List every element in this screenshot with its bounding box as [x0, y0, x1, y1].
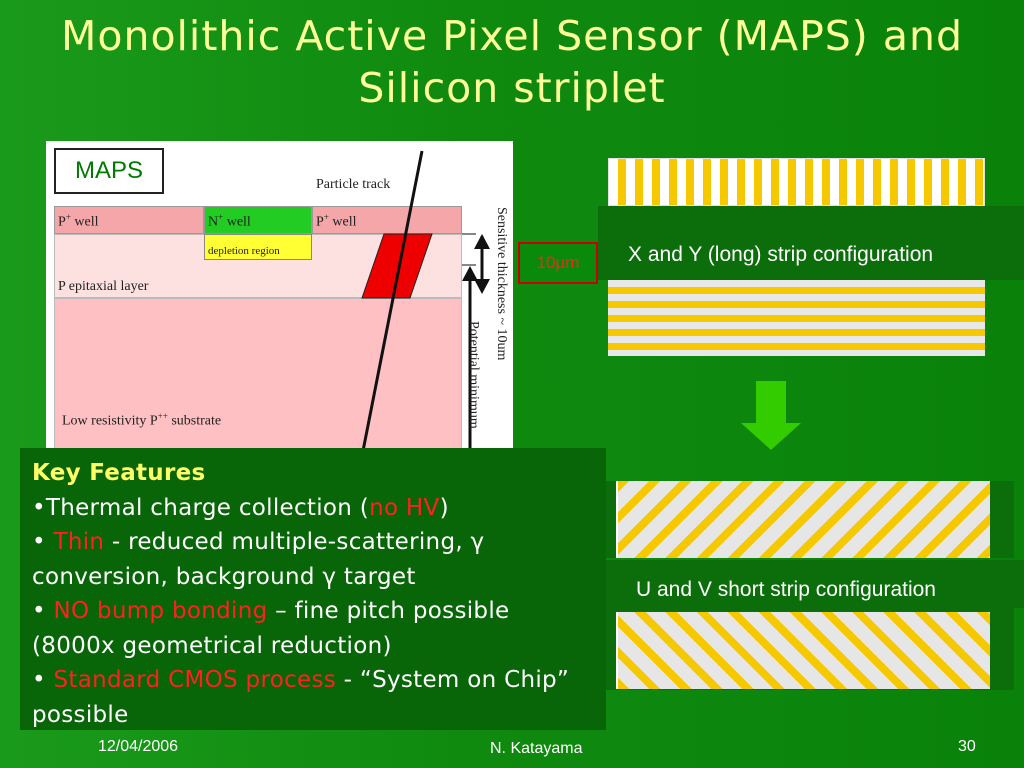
key-features-box: Key Features •Thermal charge collection …	[20, 448, 606, 730]
substrate-label: Low resistivity P++ substrate	[62, 411, 222, 429]
depletion-region	[204, 234, 312, 260]
sensitive-arrow-head-up	[474, 234, 490, 249]
particle-track-line	[360, 150, 424, 456]
p-well-right-label: P+ well	[316, 212, 357, 230]
title-line-2: Silicon striplet	[358, 64, 666, 112]
diagonal-strips-v	[616, 612, 990, 689]
maps-diagram: MAPS Particle track P+ well N+ well P+ w…	[46, 141, 513, 456]
feature-thin: • Thin - reduced multiple-scattering, γ …	[32, 529, 485, 590]
key-features-heading: Key Features	[32, 460, 206, 486]
p-well-left-label: P+ well	[58, 212, 99, 230]
charge-region	[361, 233, 433, 299]
maps-label-box: MAPS	[54, 148, 164, 194]
thickness-value: 10µm	[536, 253, 580, 272]
track-overlay	[360, 150, 490, 456]
n-well-label: N+ well	[208, 212, 251, 230]
slide-title: Monolithic Active Pixel Sensor (MAPS) an…	[20, 10, 1004, 114]
n-well	[204, 206, 312, 234]
title-line-1: Monolithic Active Pixel Sensor (MAPS) an…	[61, 12, 963, 60]
footer-date: 12/04/2006	[98, 738, 179, 755]
substrate-layer	[54, 298, 462, 456]
feature-cmos: • Standard CMOS process - “System on Chi…	[32, 667, 570, 728]
uv-caption-band	[606, 560, 1024, 608]
uv-strip-caption: U and V short strip configuration	[636, 578, 936, 601]
sensitive-thickness-label: Sensitive thickness ~ 10um	[494, 207, 509, 361]
horizontal-strips	[608, 280, 985, 356]
maps-label: MAPS	[74, 157, 143, 184]
down-arrow-shaft	[756, 381, 786, 423]
down-arrow-icon	[741, 423, 801, 450]
diagonal-strips-u	[616, 481, 990, 558]
footer-author: N. Katayama	[490, 740, 583, 757]
potential-minimum-label: Potential minimum	[466, 321, 481, 429]
thickness-badge: 10µm	[518, 242, 598, 284]
sensitive-arrow-head-down	[474, 279, 490, 294]
feature-bump-bonding: • NO bump bonding – fine pitch possible …	[32, 598, 510, 659]
p-well-left	[54, 206, 204, 234]
feature-thermal: •Thermal charge collection (no HV)	[32, 494, 449, 521]
potential-arrow-head	[462, 266, 478, 281]
epitaxial-label: P epitaxial layer	[58, 279, 149, 294]
particle-track-label: Particle track	[316, 177, 391, 192]
xy-strip-caption: X and Y (long) strip configuration	[628, 243, 934, 266]
vertical-strips	[608, 158, 985, 206]
footer-page-number: 30	[958, 738, 976, 755]
depletion-label: depletion region	[208, 245, 280, 257]
xy-caption-band	[598, 206, 1024, 280]
